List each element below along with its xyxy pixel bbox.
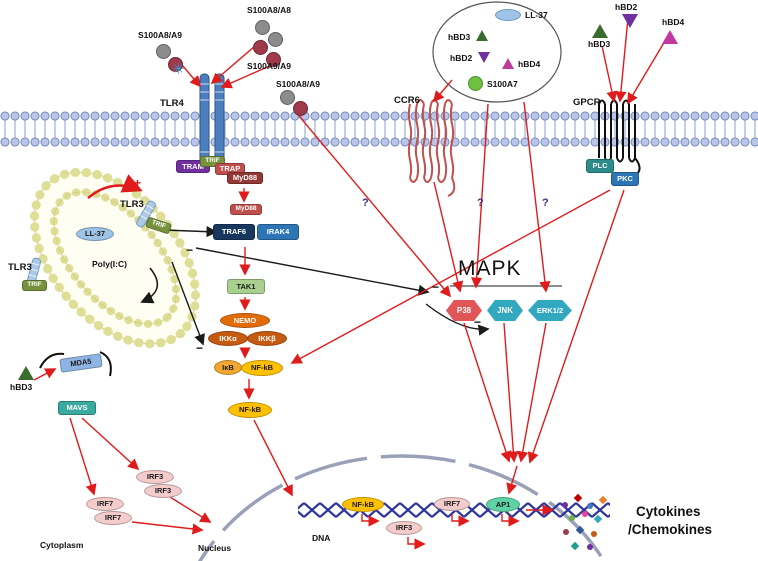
myd88-box: MyD88 xyxy=(230,204,262,215)
cytoplasm-label: Cytoplasm xyxy=(40,540,84,550)
irf7-ellipse-b: IRF7 xyxy=(94,511,132,525)
question-mark-3: ? xyxy=(542,197,549,209)
nfkb-nucleus-ellipse: NF-kB xyxy=(342,497,384,512)
s100a8-circle xyxy=(280,90,295,105)
receptor-label-tlr4: TLR4 xyxy=(160,98,184,109)
ikb-ellipse: IκB xyxy=(214,360,242,375)
ligand-label-s100a8a8: S100A8/A8 xyxy=(247,5,291,15)
ikka-ellipse: IKKα xyxy=(208,331,248,346)
ligand-label-hbd2-right: hBD2 xyxy=(615,2,638,12)
s100a9-circle xyxy=(293,101,308,116)
ligand-group-circle xyxy=(432,1,562,103)
s100a9-circle xyxy=(266,52,281,67)
traf6-box: TRAF6 xyxy=(213,224,255,240)
hbd3-mda5-label: hBD3 xyxy=(10,382,33,392)
lps-icon: ✳ xyxy=(172,61,185,78)
polyic-label: Poly(I:C) xyxy=(92,259,127,269)
receptor-label-ccr6: CCR6 xyxy=(394,95,420,106)
nfkb-free-ellipse: NF-kB xyxy=(228,402,272,418)
receptor-label-tlr3-left: TLR3 xyxy=(8,262,32,273)
nemo-ellipse: NEMO xyxy=(220,313,270,328)
irf3-ellipse-b: IRF3 xyxy=(144,484,182,498)
cytokine-dots xyxy=(562,493,608,551)
mda5-rna-arcs xyxy=(39,351,112,377)
ligand-label-hbd4-right: hBD4 xyxy=(662,17,685,27)
plus-sign: + xyxy=(134,176,142,190)
myd88-membrane-box: MyD88 xyxy=(227,172,263,184)
minus-sign-4: − xyxy=(474,315,482,329)
receptor-label-gpcr: GPCR xyxy=(573,97,601,108)
output-cytokines: Cytokines xyxy=(636,504,701,519)
ikkb-ellipse: IKKβ xyxy=(247,331,287,346)
circle-label-hbd3: hBD3 xyxy=(448,32,471,42)
ap1-nucleus-ellipse: AP1 xyxy=(486,497,520,512)
erk-hexagon: ERK1/2 xyxy=(528,300,572,321)
hbd2-triangle xyxy=(478,52,490,63)
pkc-box: PKC xyxy=(611,172,639,186)
black-arrows xyxy=(140,226,562,346)
hbd3-triangle xyxy=(476,30,488,41)
dna-label: DNA xyxy=(312,533,331,543)
hbd3-triangle xyxy=(592,24,608,38)
nucleus-label: Nucleus xyxy=(198,543,232,553)
ll37-ellipse xyxy=(495,9,521,21)
hbd2-triangle xyxy=(622,14,638,28)
hbd3-triangle xyxy=(18,366,34,380)
minus-sign-3: − xyxy=(432,280,440,294)
circle-label-s100a7: S100A7 xyxy=(487,79,518,89)
tak1-box: TAK1 xyxy=(227,279,265,294)
mapk-title: MAPK xyxy=(458,257,522,280)
hbd4-triangle xyxy=(662,30,678,44)
output-chemokines: /Chemokines xyxy=(628,522,713,537)
trif-box-tlr3-left: TRIF xyxy=(22,280,47,291)
p38-hexagon: P38 xyxy=(446,300,482,321)
minus-sign-1: − xyxy=(186,243,194,257)
hbd4-triangle xyxy=(502,58,514,69)
circle-label-hbd4: hBD4 xyxy=(518,59,541,69)
receptor-label-tlr3-endosome: TLR3 xyxy=(120,199,144,210)
ligand-label-s100a8a9-left: S100A8/A9 xyxy=(138,30,182,40)
mavs-box: MAVS xyxy=(58,401,96,415)
s100a9-circle xyxy=(168,57,183,72)
circle-label-ll37: LL-37 xyxy=(525,10,548,20)
s100a8-circle xyxy=(156,44,171,59)
minus-sign-2: − xyxy=(196,341,204,355)
irf3-ellipse-a: IRF3 xyxy=(136,470,174,484)
red-arrows xyxy=(33,17,669,550)
irf3-nucleus-ellipse: IRF3 xyxy=(386,521,422,535)
question-mark-2: ? xyxy=(477,197,484,209)
question-mark-1: ? xyxy=(362,197,369,209)
plc-box: PLC xyxy=(586,159,614,173)
ligand-label-s100a9a9: S100A9/A9 xyxy=(247,61,291,71)
s100a7-circle xyxy=(468,76,483,91)
jnk-hexagon: JNK xyxy=(487,300,523,321)
s100a9-circle xyxy=(253,40,268,55)
ligand-label-s100a8a9-mid: S100A8/A9 xyxy=(276,79,320,89)
ll37-endosome-ellipse: LL-37 xyxy=(76,227,114,241)
irf7-ellipse-a: IRF7 xyxy=(86,497,124,511)
irak4-box: IRAK4 xyxy=(257,224,299,240)
trif-box-tlr4: TRIF xyxy=(200,156,225,167)
ccr6-receptor-glyph xyxy=(407,99,456,197)
irf7-nucleus-ellipse: IRF7 xyxy=(434,497,470,511)
s100a8-circle xyxy=(255,20,270,35)
tlr3-receptor-glyphs xyxy=(26,200,156,285)
plasma-membrane xyxy=(0,110,758,148)
s100a8-circle xyxy=(268,32,283,47)
nfkb-complex-ellipse: NF-kB xyxy=(241,360,283,376)
endosome-vesicle xyxy=(29,167,201,349)
ligand-label-hbd3-right: hBD3 xyxy=(588,39,611,49)
circle-label-hbd2: hBD2 xyxy=(450,53,473,63)
